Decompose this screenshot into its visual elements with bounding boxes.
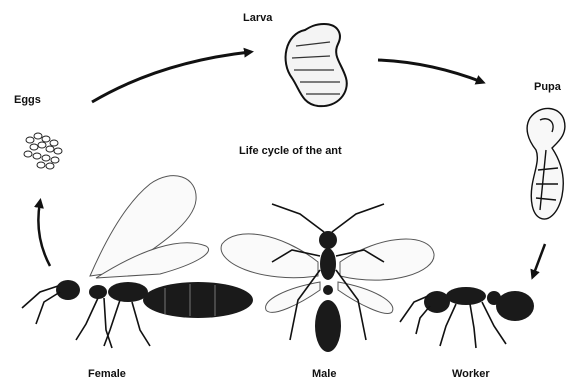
arrow-eggs-to-larva (92, 52, 250, 102)
stage-label-larva: Larva (243, 12, 272, 24)
larva-illustration (286, 24, 347, 106)
male-ant-illustration (221, 204, 434, 352)
eggs-illustration (24, 133, 62, 169)
worker-ant-illustration (400, 287, 534, 348)
arrow-female-to-eggs (38, 202, 50, 266)
stage-label-pupa: Pupa (534, 81, 561, 93)
arrow-pupa-to-worker (533, 244, 545, 276)
stage-label-eggs: Eggs (14, 94, 41, 106)
stage-label-female: Female (88, 368, 126, 380)
diagram-title: Life cycle of the ant (239, 145, 342, 157)
arrow-larva-to-pupa (378, 60, 482, 82)
female-ant-illustration (22, 176, 253, 348)
stage-label-worker: Worker (452, 368, 490, 380)
stage-label-male: Male (312, 368, 336, 380)
pupa-illustration (527, 108, 565, 219)
